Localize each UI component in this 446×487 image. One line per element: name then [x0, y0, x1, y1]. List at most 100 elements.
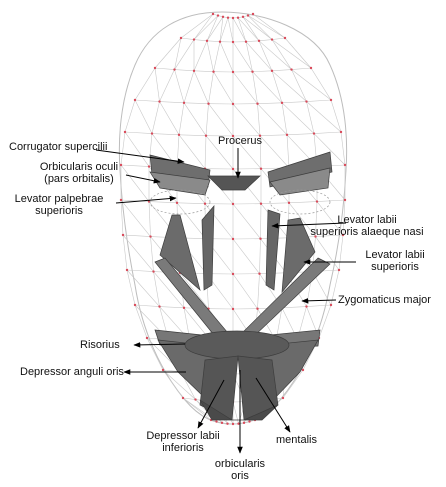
mesh-vertex — [146, 337, 148, 339]
mesh-vertex — [206, 40, 208, 42]
mesh-edge — [149, 202, 151, 237]
mesh-vertex — [183, 307, 185, 309]
mesh-edge — [194, 71, 209, 104]
mesh-vertex — [219, 40, 221, 42]
mesh-vertex — [193, 38, 195, 40]
label-orbicularis-oculi-line1: Orbicularis oculi — [30, 161, 128, 173]
mesh-vertex — [221, 422, 223, 424]
mesh-edge — [155, 38, 181, 68]
mesh-edge — [287, 135, 289, 168]
mesh-vertex — [302, 369, 304, 371]
mesh-vertex — [149, 235, 151, 237]
mesh-vertex — [178, 134, 180, 136]
mesh-edge — [339, 235, 343, 270]
mesh-vertex — [232, 423, 234, 425]
label-depressor-anguli: Depressor anguli oris — [20, 366, 124, 378]
mesh-edge — [160, 102, 180, 135]
mesh-vertex — [245, 40, 247, 42]
mesh-edge — [214, 42, 221, 72]
mesh-edge — [194, 40, 207, 41]
mesh-edge — [258, 104, 261, 136]
mesh-vertex — [316, 200, 318, 202]
mesh-vertex — [259, 237, 261, 239]
mesh-vertex — [232, 203, 234, 205]
mesh-edge — [272, 71, 307, 102]
mesh-vertex — [260, 167, 262, 169]
mesh-edge — [282, 103, 314, 134]
mesh-vertex — [344, 199, 346, 201]
mesh-edge — [282, 307, 307, 308]
mesh-edge — [233, 239, 260, 274]
mesh-vertex — [247, 14, 249, 16]
mesh-vertex — [330, 304, 332, 306]
mesh-edge — [184, 71, 194, 103]
mesh-vertex — [237, 422, 239, 424]
mesh-edge — [123, 235, 127, 270]
mesh-vertex — [207, 102, 209, 104]
mesh-edge — [220, 42, 233, 72]
mesh-edge — [209, 104, 234, 136]
mesh-vertex — [217, 14, 219, 16]
mesh-edge — [125, 100, 135, 132]
mesh-vertex — [243, 422, 245, 424]
mesh-vertex — [305, 305, 307, 307]
mesh-edge — [233, 72, 258, 104]
mesh-edge — [160, 102, 185, 103]
mesh-vertex — [284, 37, 286, 39]
mesh-vertex — [330, 99, 332, 101]
mesh-edge — [307, 305, 332, 307]
mesh-edge — [179, 135, 206, 136]
mesh-vertex — [260, 202, 262, 204]
mesh-edge — [287, 134, 314, 135]
mesh-edge — [160, 307, 185, 308]
mesh-vertex — [271, 70, 273, 72]
mesh-edge — [194, 41, 207, 71]
mesh-vertex — [194, 398, 196, 400]
orbicularis-oris — [185, 331, 289, 359]
mesh-edge — [181, 38, 194, 40]
mesh-edge — [261, 203, 289, 204]
label-depressor-labii-line2: inferioris — [134, 442, 232, 454]
mesh-edge — [233, 274, 258, 309]
mesh-vertex — [258, 272, 260, 274]
mesh-edge — [253, 71, 273, 72]
mesh-vertex — [232, 41, 234, 43]
mesh-edge — [228, 18, 233, 42]
mesh-edge — [127, 270, 154, 272]
label-corrugator: Corrugator supercilii — [9, 141, 107, 153]
mesh-vertex — [232, 103, 234, 105]
mesh-vertex — [237, 16, 239, 18]
mesh-vertex — [154, 67, 156, 69]
mesh-vertex — [215, 420, 217, 422]
mesh-edge — [194, 71, 214, 72]
mesh-vertex — [338, 269, 340, 271]
mesh-edge — [289, 202, 317, 203]
mesh-edge — [259, 41, 292, 70]
mesh-vertex — [122, 234, 124, 236]
mesh-edge — [152, 102, 160, 134]
mesh-vertex — [193, 70, 195, 72]
mesh-edge — [149, 202, 177, 203]
mesh-vertex — [212, 70, 214, 72]
mesh-edge — [175, 70, 195, 71]
levator-alaeque-right — [266, 210, 280, 290]
mesh-vertex — [310, 67, 312, 69]
mesh-vertex — [180, 37, 182, 39]
mesh-vertex — [151, 132, 153, 134]
mesh-vertex — [205, 134, 207, 136]
label-zygomaticus: Zygomaticus major — [338, 294, 431, 306]
mesh-edge — [253, 14, 285, 38]
mesh-edge — [314, 132, 341, 134]
mesh-vertex — [258, 40, 260, 42]
mesh-edge — [175, 70, 185, 103]
mesh-edge — [125, 132, 149, 167]
mesh-edge — [233, 402, 239, 424]
mesh-edge — [123, 235, 154, 272]
mesh-edge — [184, 103, 206, 136]
mesh-edge — [307, 102, 342, 132]
mesh-edge — [207, 41, 220, 42]
mesh-vertex — [162, 369, 164, 371]
label-risorius: Risorius — [80, 339, 120, 351]
mesh-vertex — [313, 132, 315, 134]
mesh-vertex — [126, 269, 128, 271]
